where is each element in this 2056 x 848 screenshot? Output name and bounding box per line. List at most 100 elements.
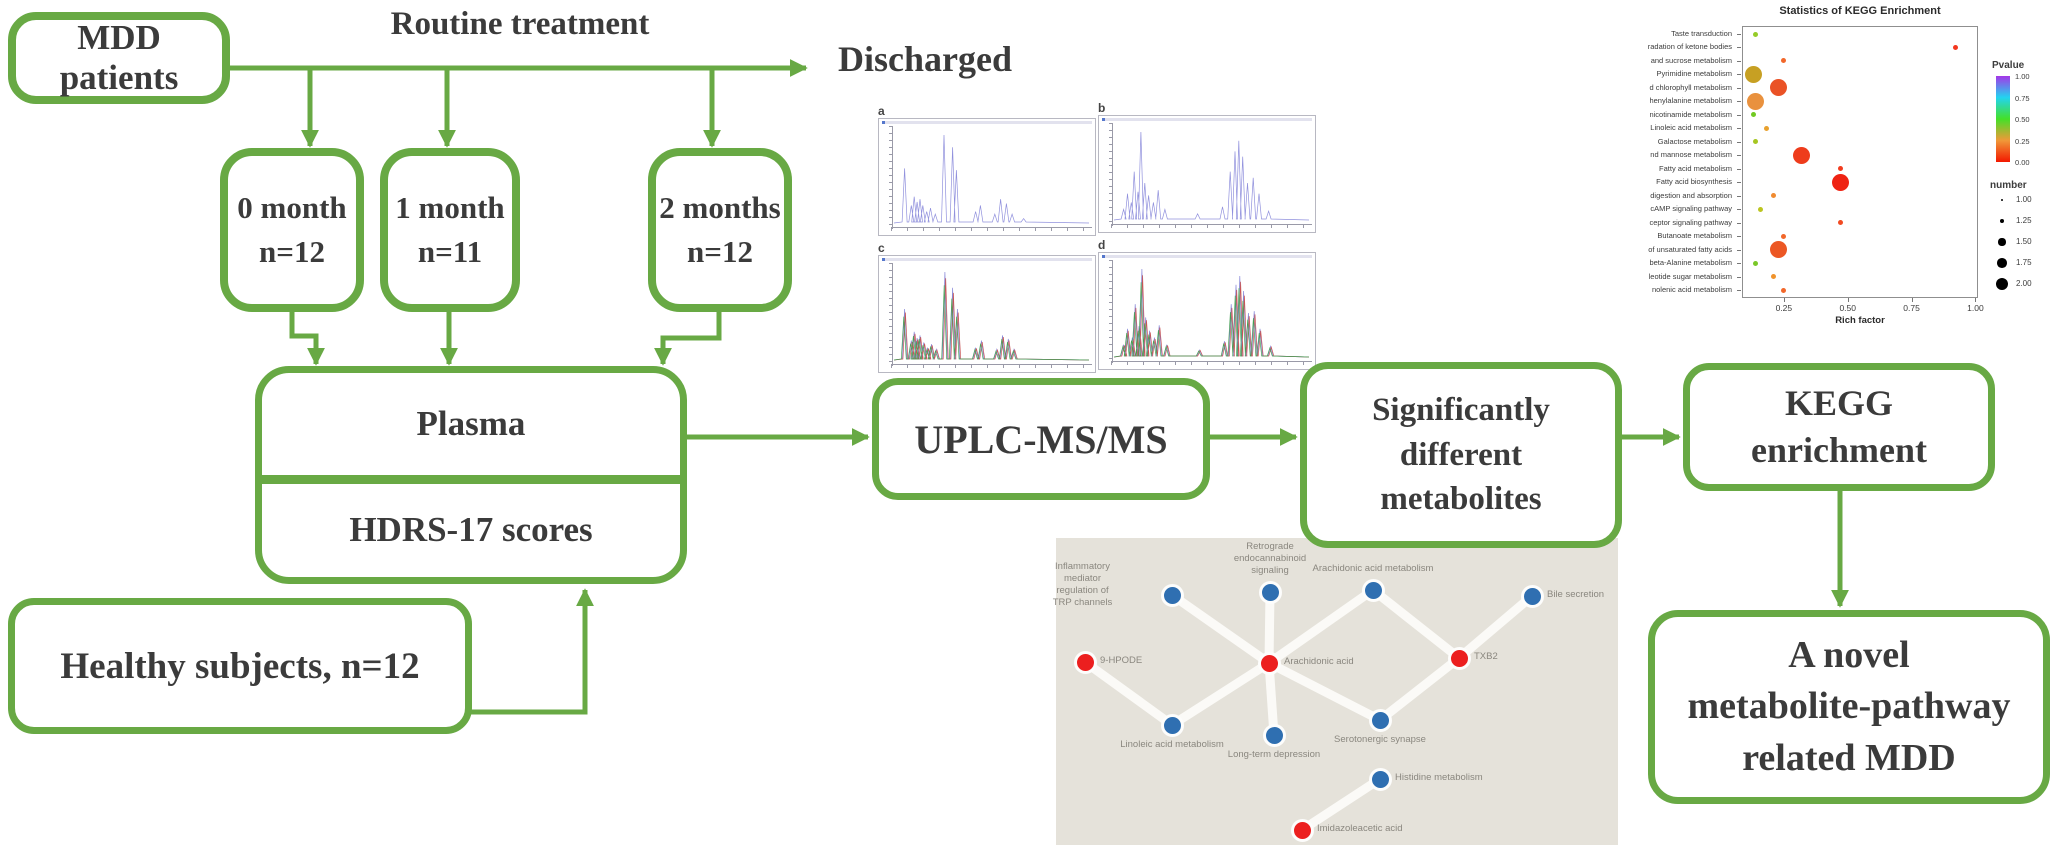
kegg-y-tick <box>1737 236 1741 238</box>
kegg-bubble <box>1837 166 1843 172</box>
network-edge-arachidonic-acid-metabolism--txb2 <box>1368 585 1464 663</box>
kegg-y-tick <box>1737 155 1741 157</box>
chromatogram-panel-c <box>878 255 1096 373</box>
network-node-arachidonic-acid <box>1257 651 1281 675</box>
healthy-subjects-label: Healthy subjects, n=12 <box>60 645 420 687</box>
chromatogram-header <box>882 121 1092 124</box>
kegg-x-axis-title: Rich factor <box>1835 315 1885 326</box>
arrow-2months-to-plasma <box>654 312 722 366</box>
network-edge-9-hpode--linoleic-acid-metabolism <box>1080 657 1177 730</box>
chromatogram-y-axis <box>1109 260 1113 363</box>
mdd-patients-box: MDD patients <box>8 12 230 104</box>
network-label-arachidonic-acid: Arachidonic acid <box>1284 656 1354 667</box>
legend-number-label: 1.25 <box>2016 216 2032 225</box>
kegg-y-tick <box>1737 47 1741 49</box>
network-edge-arachidonic-acid--long-term-depression <box>1264 658 1279 740</box>
kegg-bubble <box>1753 260 1759 266</box>
chromatogram-x-axis <box>891 364 1092 368</box>
network-edge-arachidonic-acid--linoleic-acid-metabolism <box>1167 658 1274 730</box>
network-label-histidine-metabolism: Histidine metabolism <box>1395 772 1483 783</box>
chromatogram-x-axis <box>1111 361 1312 365</box>
month-1-line1: 1 month <box>395 189 505 225</box>
kegg-y-tick <box>1737 168 1741 170</box>
legend-number-dot <box>1999 218 2005 224</box>
legend-number-label: 2.00 <box>2016 279 2032 288</box>
plasma-compartment: Plasma <box>262 373 680 475</box>
chromatogram-trace-c <box>893 271 1090 361</box>
kegg-y-tick <box>1737 263 1741 265</box>
network-node-imidazoleacetic-acid <box>1290 818 1314 842</box>
kegg-y-tick <box>1737 114 1741 116</box>
chromatogram-x-axis <box>891 227 1092 231</box>
legend-pvalue-tick: 0.00 <box>2015 158 2030 167</box>
network-label-long-term-depression: Long-term depression <box>1227 749 1321 760</box>
significant-line2: different <box>1399 436 1523 473</box>
kegg-plot-title: Statistics of KEGG Enrichment <box>1779 5 1941 17</box>
kegg-y-tick <box>1737 141 1741 143</box>
month-0-line1: 0 month <box>237 189 347 225</box>
chromatogram-x-axis <box>1111 224 1312 228</box>
network-node-txb2 <box>1447 646 1471 670</box>
network-node-histidine-metabolism <box>1368 767 1392 791</box>
network-label-linoleic-acid-metabolism: Linoleic acid metabolism <box>1120 739 1224 750</box>
discharged-label: Discharged <box>838 39 1012 79</box>
kegg-bubble <box>1831 173 1849 191</box>
significant-metabolites-box: Significantly different metabolites <box>1300 362 1622 548</box>
chromatogram-letter-b: b <box>1098 101 1106 115</box>
kegg-x-tick-label: 1.00 <box>1967 303 1984 313</box>
kegg-bubble <box>1952 44 1958 50</box>
network-label-txb2: TXB2 <box>1474 651 1498 662</box>
kegg-bubble <box>1747 92 1765 110</box>
kegg-line2: enrichment <box>1751 430 1927 470</box>
chromatogram-trace-a <box>893 134 1090 224</box>
kegg-y-tick <box>1737 195 1741 197</box>
network-label-imidazoleacetic-acid: Imidazoleacetic acid <box>1317 823 1403 834</box>
legend-pvalue-tick: 1.00 <box>2015 72 2030 81</box>
kegg-pathway-label: d chlorophyll metabolism <box>1649 82 1732 92</box>
kegg-pathway-label: nolenic acid metabolism <box>1651 285 1732 294</box>
month-2-line1: 2 months <box>659 189 781 225</box>
chromatogram-header <box>1102 255 1312 258</box>
kegg-pathway-label: nd mannose metabolism <box>1650 150 1732 160</box>
kegg-x-tick-label: 0.75 <box>1903 303 1920 313</box>
kegg-bubble <box>1763 125 1769 131</box>
kegg-pathway-label: radation of ketone bodies <box>1647 42 1732 52</box>
kegg-bubble <box>1770 241 1788 259</box>
legend-pvalue-tick: 0.50 <box>2015 115 2030 124</box>
kegg-y-tick <box>1737 101 1741 103</box>
novel-metabolite-pathway-box: A novel metabolite-pathway related MDD <box>1648 610 2050 804</box>
kegg-bubble <box>1781 233 1787 239</box>
legend-number-dot <box>1997 258 2007 268</box>
network-edge-arachidonic-acid--serotonergic-synapse <box>1264 658 1385 725</box>
kegg-pathway-label: Butanoate metabolism <box>1657 231 1732 241</box>
uplc-msms-label: UPLC-MS/MS <box>914 416 1168 462</box>
network-label-serotonergic-synapse: Serotonergic synapse <box>1334 734 1426 745</box>
kegg-y-tick <box>1737 276 1741 278</box>
kegg-bubble <box>1837 220 1843 226</box>
kegg-y-tick <box>1737 249 1741 251</box>
network-label-9-hpode: 9-HPODE <box>1100 655 1143 666</box>
chromatogram-panel-a <box>878 118 1096 236</box>
kegg-pathway-label: henylalanine metabolism <box>1649 96 1732 106</box>
legend-pvalue-title: Pvalue <box>1992 60 2025 71</box>
chromatogram-trace-b <box>1113 131 1310 221</box>
legend-number-label: 1.00 <box>2016 195 2032 204</box>
chromatogram-y-axis <box>889 263 893 366</box>
network-node-retrograde-endocannabinoid <box>1258 580 1282 604</box>
month-1-box: 1 month n=11 <box>380 148 520 312</box>
network-edges <box>1080 585 1537 835</box>
healthy-subjects-box: Healthy subjects, n=12 <box>8 598 472 734</box>
kegg-x-tick-label: 0.25 <box>1775 303 1793 313</box>
kegg-pathway-label: Fatty acid metabolism <box>1659 163 1732 173</box>
kegg-pathway-label: ceptor signaling pathway <box>1649 217 1732 227</box>
network-edge-arachidonic-acid-metabolism--arachidonic-acid <box>1264 585 1378 668</box>
kegg-x-tick <box>1783 298 1785 302</box>
chromatogram-header <box>882 258 1092 261</box>
kegg-bubble <box>1753 31 1759 37</box>
kegg-y-tick <box>1737 182 1741 184</box>
network-edge-retrograde-endocannabinoid--arachidonic-acid <box>1264 587 1275 668</box>
